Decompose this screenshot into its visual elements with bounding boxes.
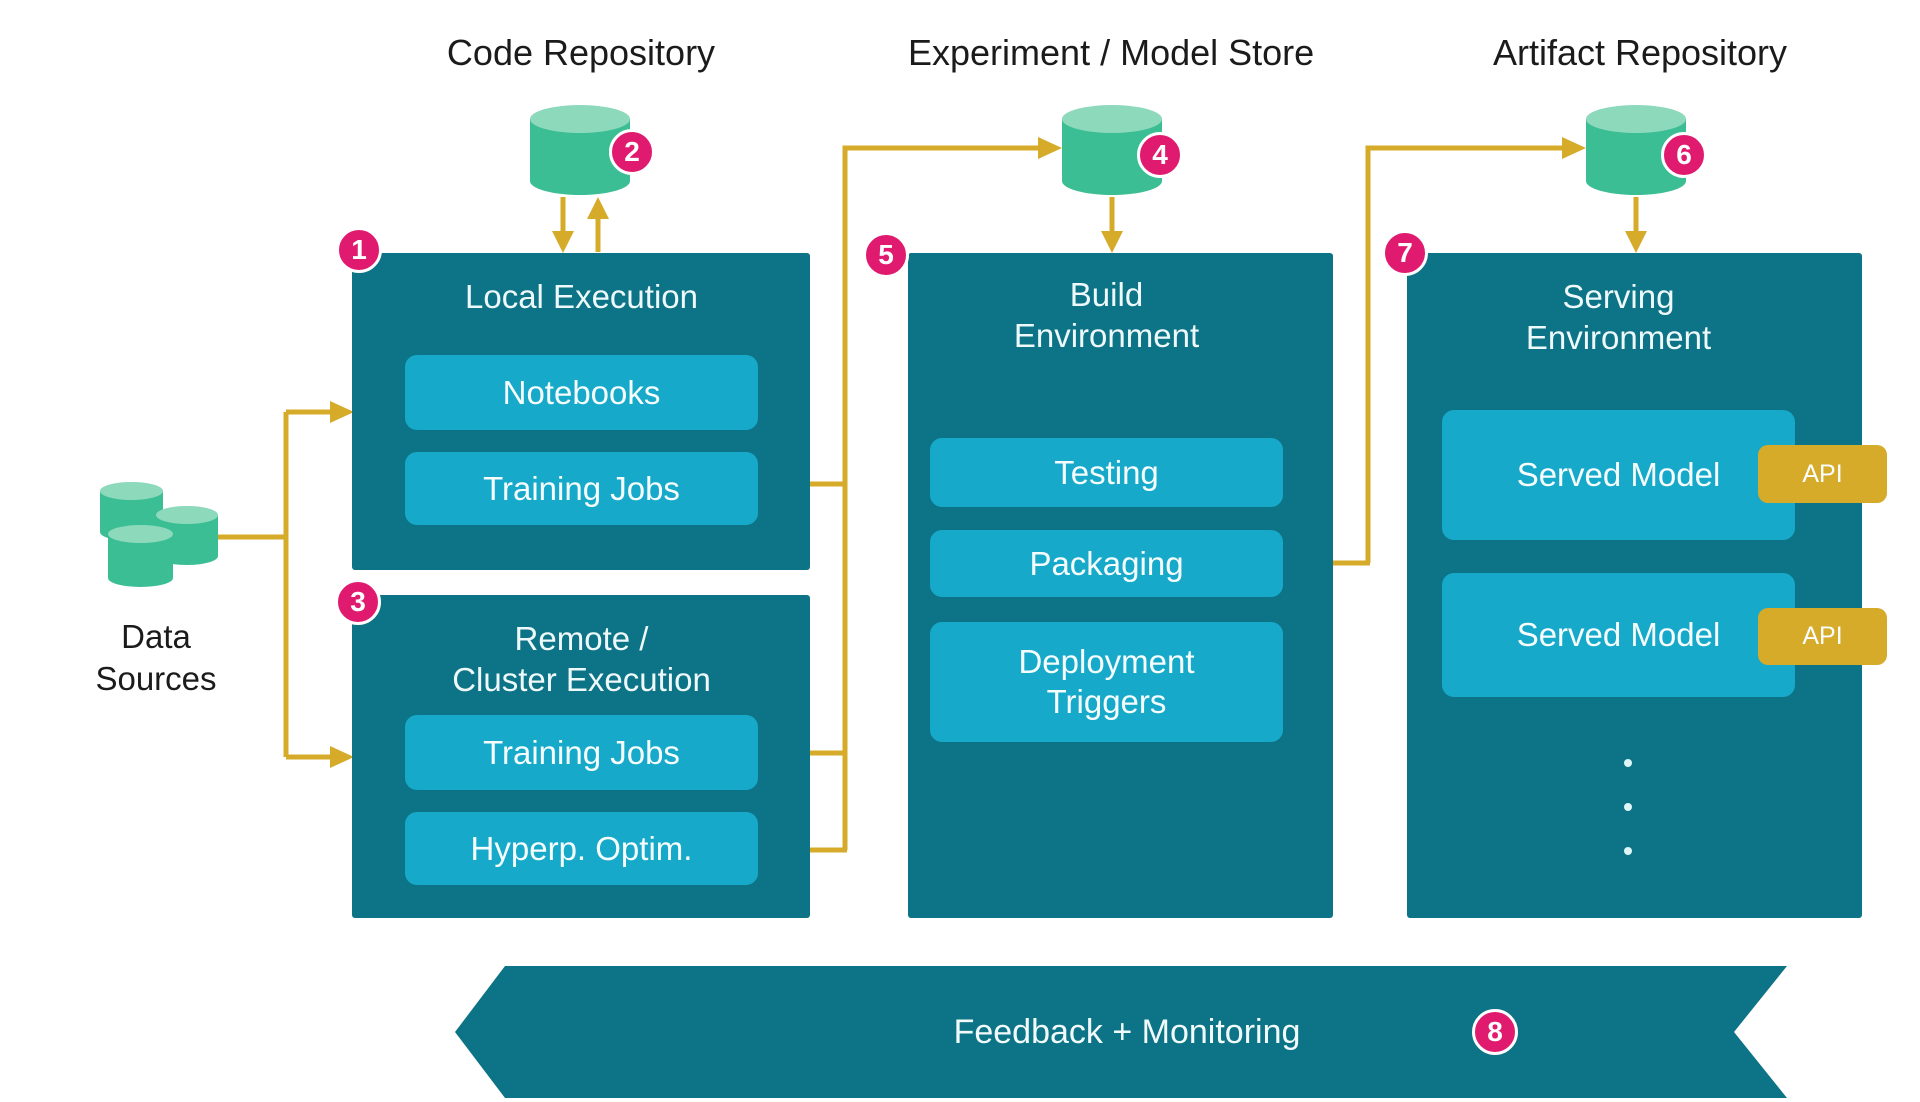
badge-7-serving-environment: 7 xyxy=(1382,230,1428,276)
remote-training-jobs-item: Training Jobs xyxy=(405,715,758,790)
api-tag-1: API xyxy=(1758,445,1887,503)
build-environment-title: Build Environment xyxy=(930,274,1283,356)
feedback-monitoring-banner-shape xyxy=(455,966,1787,1098)
gold-arrowheads xyxy=(330,137,1647,768)
serving-environment-title-line2: Environment xyxy=(1525,319,1712,356)
artifact-repository-database-icon xyxy=(1586,105,1686,195)
header-code-repository: Code Repository xyxy=(446,32,716,73)
deployment-triggers-item: Deployment Triggers xyxy=(930,622,1283,742)
ellipsis-dot xyxy=(1624,759,1632,767)
packaging-item: Packaging xyxy=(930,530,1283,597)
remote-execution-title-line1: Remote / xyxy=(514,620,649,657)
arrowhead-into-remote-execution xyxy=(330,746,354,768)
deployment-triggers-line2: Triggers xyxy=(1046,683,1167,720)
badge-5-build-environment: 5 xyxy=(863,232,909,278)
header-experiment-model-store: Experiment / Model Store xyxy=(908,32,1315,73)
build-environment-title-line2: Environment xyxy=(1013,317,1200,354)
packaging-to-artifact-trunk xyxy=(1365,145,1562,563)
badge-4-model-store: 4 xyxy=(1137,132,1183,178)
remote-execution-title: Remote / Cluster Execution xyxy=(405,618,758,700)
arrowhead-into-local-from-repo xyxy=(552,231,574,253)
arrowhead-into-artifact-repo xyxy=(1562,137,1586,159)
badge-2-code-repository: 2 xyxy=(609,129,655,175)
badge-6-artifact-repository: 6 xyxy=(1661,132,1707,178)
ellipsis-dot xyxy=(1624,803,1632,811)
remote-execution-title-line2: Cluster Execution xyxy=(452,661,711,698)
api-tag-2: API xyxy=(1758,608,1887,665)
data-sources-label-line1: Data xyxy=(121,618,191,655)
model-store-database-icon xyxy=(1062,105,1162,195)
deployment-triggers-line1: Deployment xyxy=(1018,643,1195,680)
header-artifact-repository: Artifact Repository xyxy=(1492,32,1788,73)
code-repository-database-icon xyxy=(530,105,630,195)
badge-3-remote-execution: 3 xyxy=(335,579,381,625)
arrowhead-into-code-repo xyxy=(587,197,609,219)
ellipsis-dot xyxy=(1624,847,1632,855)
data-sources-databases-icon xyxy=(100,482,218,587)
serving-environment-title: Serving Environment xyxy=(1442,276,1795,358)
badge-1-local-execution: 1 xyxy=(336,227,382,273)
arrowhead-into-serving-env xyxy=(1625,231,1647,253)
data-sources-label: Data Sources xyxy=(56,616,256,700)
data-sources-label-line2: Sources xyxy=(95,660,217,697)
testing-item: Testing xyxy=(930,438,1283,507)
local-execution-title: Local Execution xyxy=(465,278,698,315)
served-model-2-item: Served Model xyxy=(1442,573,1795,697)
build-environment-title-line1: Build xyxy=(1069,276,1144,313)
served-model-1-item: Served Model xyxy=(1442,410,1795,540)
badge-8-feedback-monitoring: 8 xyxy=(1472,1009,1518,1055)
notebooks-item: Notebooks xyxy=(405,355,758,430)
feedback-monitoring-label: Feedback + Monitoring xyxy=(953,1013,1301,1051)
arrowhead-into-local-execution xyxy=(330,401,354,423)
arrowhead-into-model-store xyxy=(1038,137,1062,159)
serving-environment-title-line1: Serving xyxy=(1562,278,1675,315)
training-to-model-store-trunk xyxy=(842,145,1038,850)
hyperparameter-optimization-item: Hyperp. Optim. xyxy=(405,812,758,885)
arrowhead-into-build-env xyxy=(1101,231,1123,253)
local-training-jobs-item: Training Jobs xyxy=(405,452,758,525)
